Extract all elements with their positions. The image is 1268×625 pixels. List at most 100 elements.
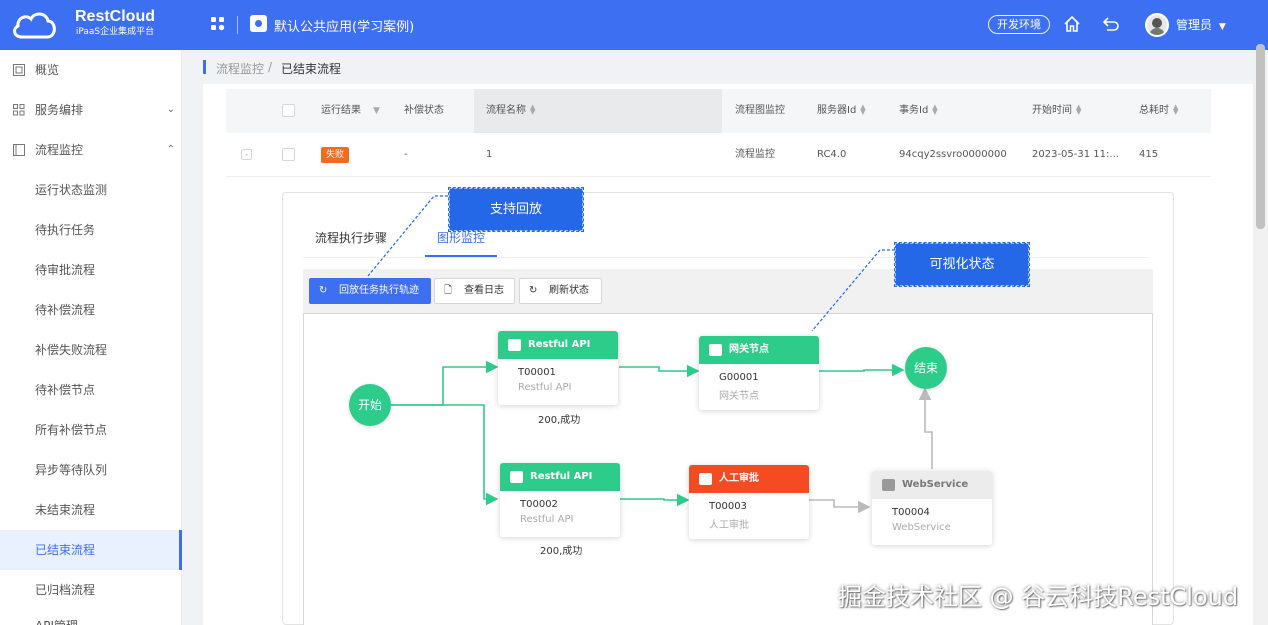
chevron-down-icon: ⌄ — [166, 104, 175, 115]
brand[interactable]: RestCloud iPaaS企业集成平台 — [70, 8, 160, 38]
col-tx[interactable]: 事务Id▲▼ — [899, 89, 938, 133]
sidebar-item-overview[interactable]: 概览 — [0, 50, 182, 90]
user-name: 管理员 — [1176, 18, 1213, 32]
breadcrumb-current: 已结束流程 — [281, 62, 342, 76]
sort-icon[interactable]: ▲▼ — [1173, 103, 1179, 116]
sorted-column-bg — [474, 89, 722, 133]
select-all-checkbox[interactable] — [282, 104, 295, 117]
sidebar-subitem[interactable]: 待执行任务 — [35, 223, 96, 237]
cell-tx: 94cqy2ssvro0000000 — [899, 149, 1007, 160]
sidebar-item-api[interactable]: API管理 — [0, 610, 182, 625]
cell-compensate: - — [404, 149, 408, 160]
flow-canvas: 开始 结束 Restful API T00001 Restful API 200… — [303, 313, 1153, 625]
node-sub: 网关节点 — [719, 391, 759, 402]
leader-line — [367, 195, 448, 277]
node-title: 人工审批 — [719, 473, 759, 484]
button-label: 回放任务执行轨迹 — [339, 285, 419, 296]
sidebar-item-label: 流程监控 — [35, 143, 84, 157]
sidebar-item-label: 概览 — [35, 63, 60, 77]
filter-icon[interactable]: ▼ — [373, 106, 380, 116]
expand-toggle[interactable]: - — [241, 149, 252, 160]
node-id: T00004 — [892, 507, 930, 518]
flow-node[interactable]: WebService T00004 WebService — [872, 471, 992, 545]
col-server[interactable]: 服务器Id▲▼ — [817, 89, 866, 133]
sidebar-subitem[interactable]: 所有补偿节点 — [35, 423, 108, 437]
scrollbar-thumb[interactable] — [1256, 44, 1265, 229]
col-process-name[interactable]: 流程名称▲▼ — [486, 89, 535, 133]
view-log-button[interactable]: 🗋 查看日志 — [434, 278, 515, 304]
edge — [819, 363, 905, 377]
sidebar-subitem-active[interactable]: 已结束流程 — [0, 530, 182, 570]
col-duration[interactable]: 总耗时 ▲▼ — [1139, 89, 1178, 133]
sidebar-subitem[interactable]: 待审批流程 — [35, 263, 96, 277]
node-title: WebService — [902, 479, 969, 490]
edge — [918, 387, 933, 469]
gateway-icon — [709, 344, 722, 356]
node-title: Restful API — [528, 339, 591, 350]
caret-down-icon: ▼ — [1218, 22, 1226, 32]
node-sub: Restful API — [518, 382, 572, 393]
leader-line — [811, 249, 895, 332]
end-node[interactable]: 结束 — [905, 347, 947, 389]
col-label: 事务Id — [899, 105, 929, 116]
app-name[interactable]: 默认公共应用(学习案例) — [274, 20, 415, 35]
top-bar: RestCloud iPaaS企业集成平台 默认公共应用(学习案例) 开发环境 … — [0, 0, 1268, 50]
sidebar-subitem[interactable]: 补偿失败流程 — [35, 343, 108, 357]
file-icon: 🗋 — [444, 285, 453, 296]
tab-divider — [303, 257, 1149, 258]
sidebar-item-orchestration[interactable]: 服务编排 ⌄ — [0, 90, 182, 130]
refresh-icon: ↻ — [529, 285, 538, 296]
sort-icon[interactable]: ▲▼ — [860, 103, 866, 116]
overview-icon — [13, 64, 25, 76]
breadcrumb-parent[interactable]: 流程监控 — [216, 62, 265, 76]
sort-icon[interactable]: ▲▼ — [932, 103, 938, 116]
node-id: G00001 — [719, 372, 759, 383]
avatar[interactable] — [1145, 13, 1169, 37]
flow-node[interactable]: Restful API T00001 Restful API — [498, 331, 618, 405]
refresh-button[interactable]: ↻ 刷新状态 — [519, 278, 602, 304]
divider — [237, 16, 238, 34]
flow-node[interactable]: 人工审批 T00003 人工审批 — [689, 465, 809, 539]
row-checkbox[interactable] — [282, 148, 295, 161]
node-title: 网关节点 — [729, 344, 769, 355]
col-label: 总耗时 — [1139, 105, 1169, 116]
button-label: 刷新状态 — [549, 285, 589, 296]
webservice-icon — [882, 479, 895, 491]
graph-monitor-link[interactable]: 流程监控 — [735, 149, 775, 160]
tab-steps[interactable]: 流程执行步骤 — [315, 231, 388, 245]
node-header: 网关节点 — [699, 336, 819, 364]
sidebar-subitem[interactable]: 未结束流程 — [35, 503, 96, 517]
start-node[interactable]: 开始 — [349, 384, 391, 426]
node-sub: WebService — [892, 522, 951, 533]
col-start[interactable]: 开始时间▲▼ — [1032, 89, 1081, 133]
back-icon[interactable] — [1102, 16, 1120, 32]
env-badge[interactable]: 开发环境 — [988, 15, 1050, 34]
sidebar-item-label: API管理 — [35, 610, 78, 625]
app-switcher-icon[interactable] — [211, 17, 225, 31]
node-title: Restful API — [530, 471, 593, 482]
col-result[interactable]: 运行结果 ▼ — [321, 89, 380, 133]
user-menu[interactable]: 管理员 ▼ — [1176, 16, 1226, 33]
sidebar-subitem[interactable]: 运行状态监测 — [35, 183, 108, 197]
sort-icon[interactable]: ▲▼ — [530, 103, 536, 116]
sidebar-item-monitor[interactable]: 流程监控 ⌃ — [0, 130, 182, 170]
node-sub: Restful API — [520, 514, 574, 525]
sort-icon[interactable]: ▲▼ — [1076, 103, 1082, 116]
replay-button[interactable]: ↻ 回放任务执行轨迹 — [309, 278, 431, 304]
breadcrumb-marker — [203, 60, 206, 74]
sidebar-subitem[interactable]: 异步等待队列 — [35, 463, 108, 477]
sidebar-subitem[interactable]: 待补偿流程 — [35, 303, 96, 317]
replay-icon: ↻ — [319, 285, 328, 296]
flow-node[interactable]: 网关节点 G00001 网关节点 — [699, 336, 819, 410]
brand-name: RestCloud — [75, 8, 155, 25]
home-icon[interactable] — [1063, 15, 1081, 33]
node-header: Restful API — [500, 463, 620, 491]
monitor-icon — [13, 144, 25, 156]
flow-node[interactable]: Restful API T00002 Restful API — [500, 463, 620, 537]
table-row[interactable]: - 失败 - 1 流程监控 RC4.0 94cqy2ssvro0000000 2… — [226, 133, 1211, 177]
col-label: 运行结果 — [321, 105, 361, 116]
sidebar-subitem[interactable]: 待补偿节点 — [35, 383, 96, 397]
sidebar-subitem[interactable]: 已归档流程 — [35, 583, 96, 597]
tab-graph[interactable]: 图形监控 — [437, 231, 486, 245]
